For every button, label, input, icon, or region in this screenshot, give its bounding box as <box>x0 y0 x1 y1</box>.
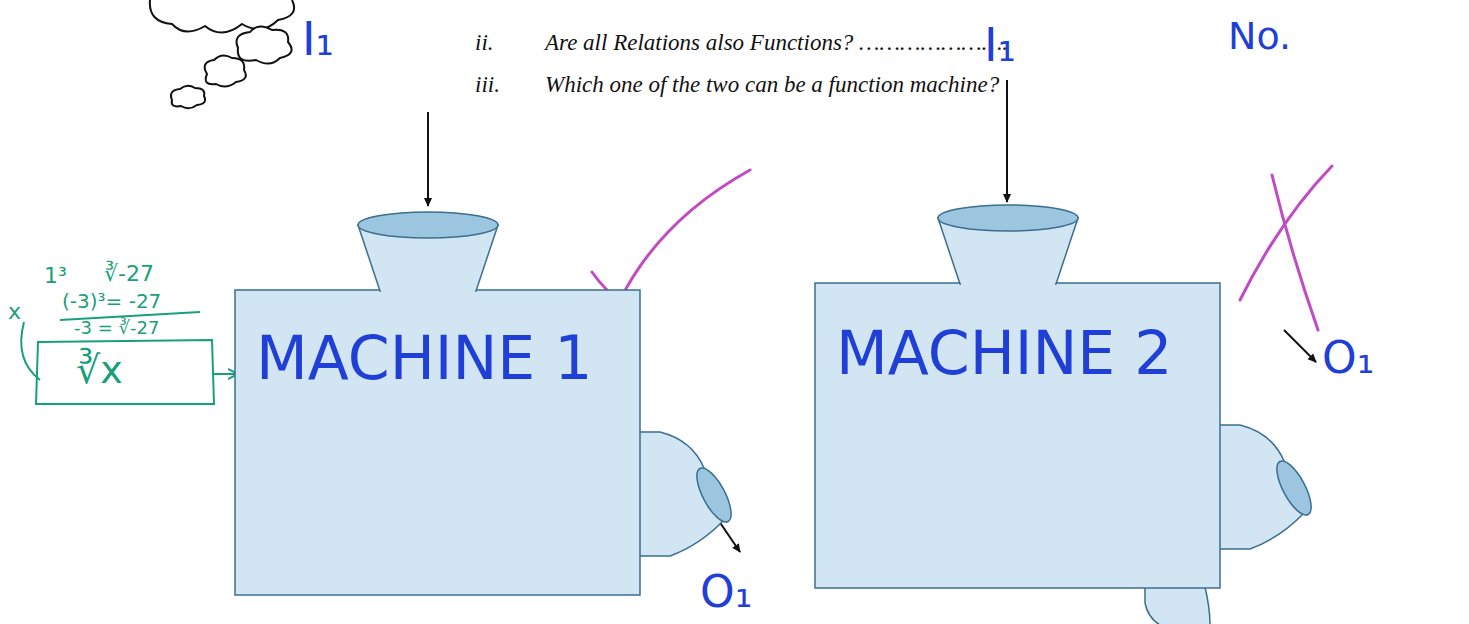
working-note: (-3)³= -27 <box>62 290 161 312</box>
machine-label: MACHINE 1 <box>256 328 593 388</box>
question-number: ii. <box>475 30 494 55</box>
machine-outline <box>230 200 740 624</box>
question-text: Are all Relations also Functions? ………………… <box>545 30 1008 55</box>
machine-shape <box>235 212 738 595</box>
working-note: ∛x <box>76 350 123 392</box>
question-text: Which one of the two can be a function m… <box>545 72 999 97</box>
machine-outline <box>810 193 1320 624</box>
output-label: O₁ <box>700 568 752 616</box>
working-note: ∛-27 <box>104 262 154 286</box>
working-note: -3 = ∛-27 <box>74 318 159 338</box>
thought-cloud <box>150 0 294 108</box>
input-label: I₁ <box>302 14 334 65</box>
function-machine: MACHINE 1 <box>230 200 740 624</box>
question-number: iii. <box>475 72 500 97</box>
handwritten-answer: No. <box>1228 16 1291 58</box>
input-label: I₁ <box>984 20 1016 71</box>
output-label: O₁ <box>1322 334 1374 382</box>
working-scribble <box>21 312 238 404</box>
machine-shape <box>815 205 1318 624</box>
function-machine: MACHINE 2 <box>810 193 1320 624</box>
working-note: 1³ <box>44 264 67 288</box>
machine-label: MACHINE 2 <box>836 323 1173 383</box>
working-note: x <box>8 300 21 324</box>
